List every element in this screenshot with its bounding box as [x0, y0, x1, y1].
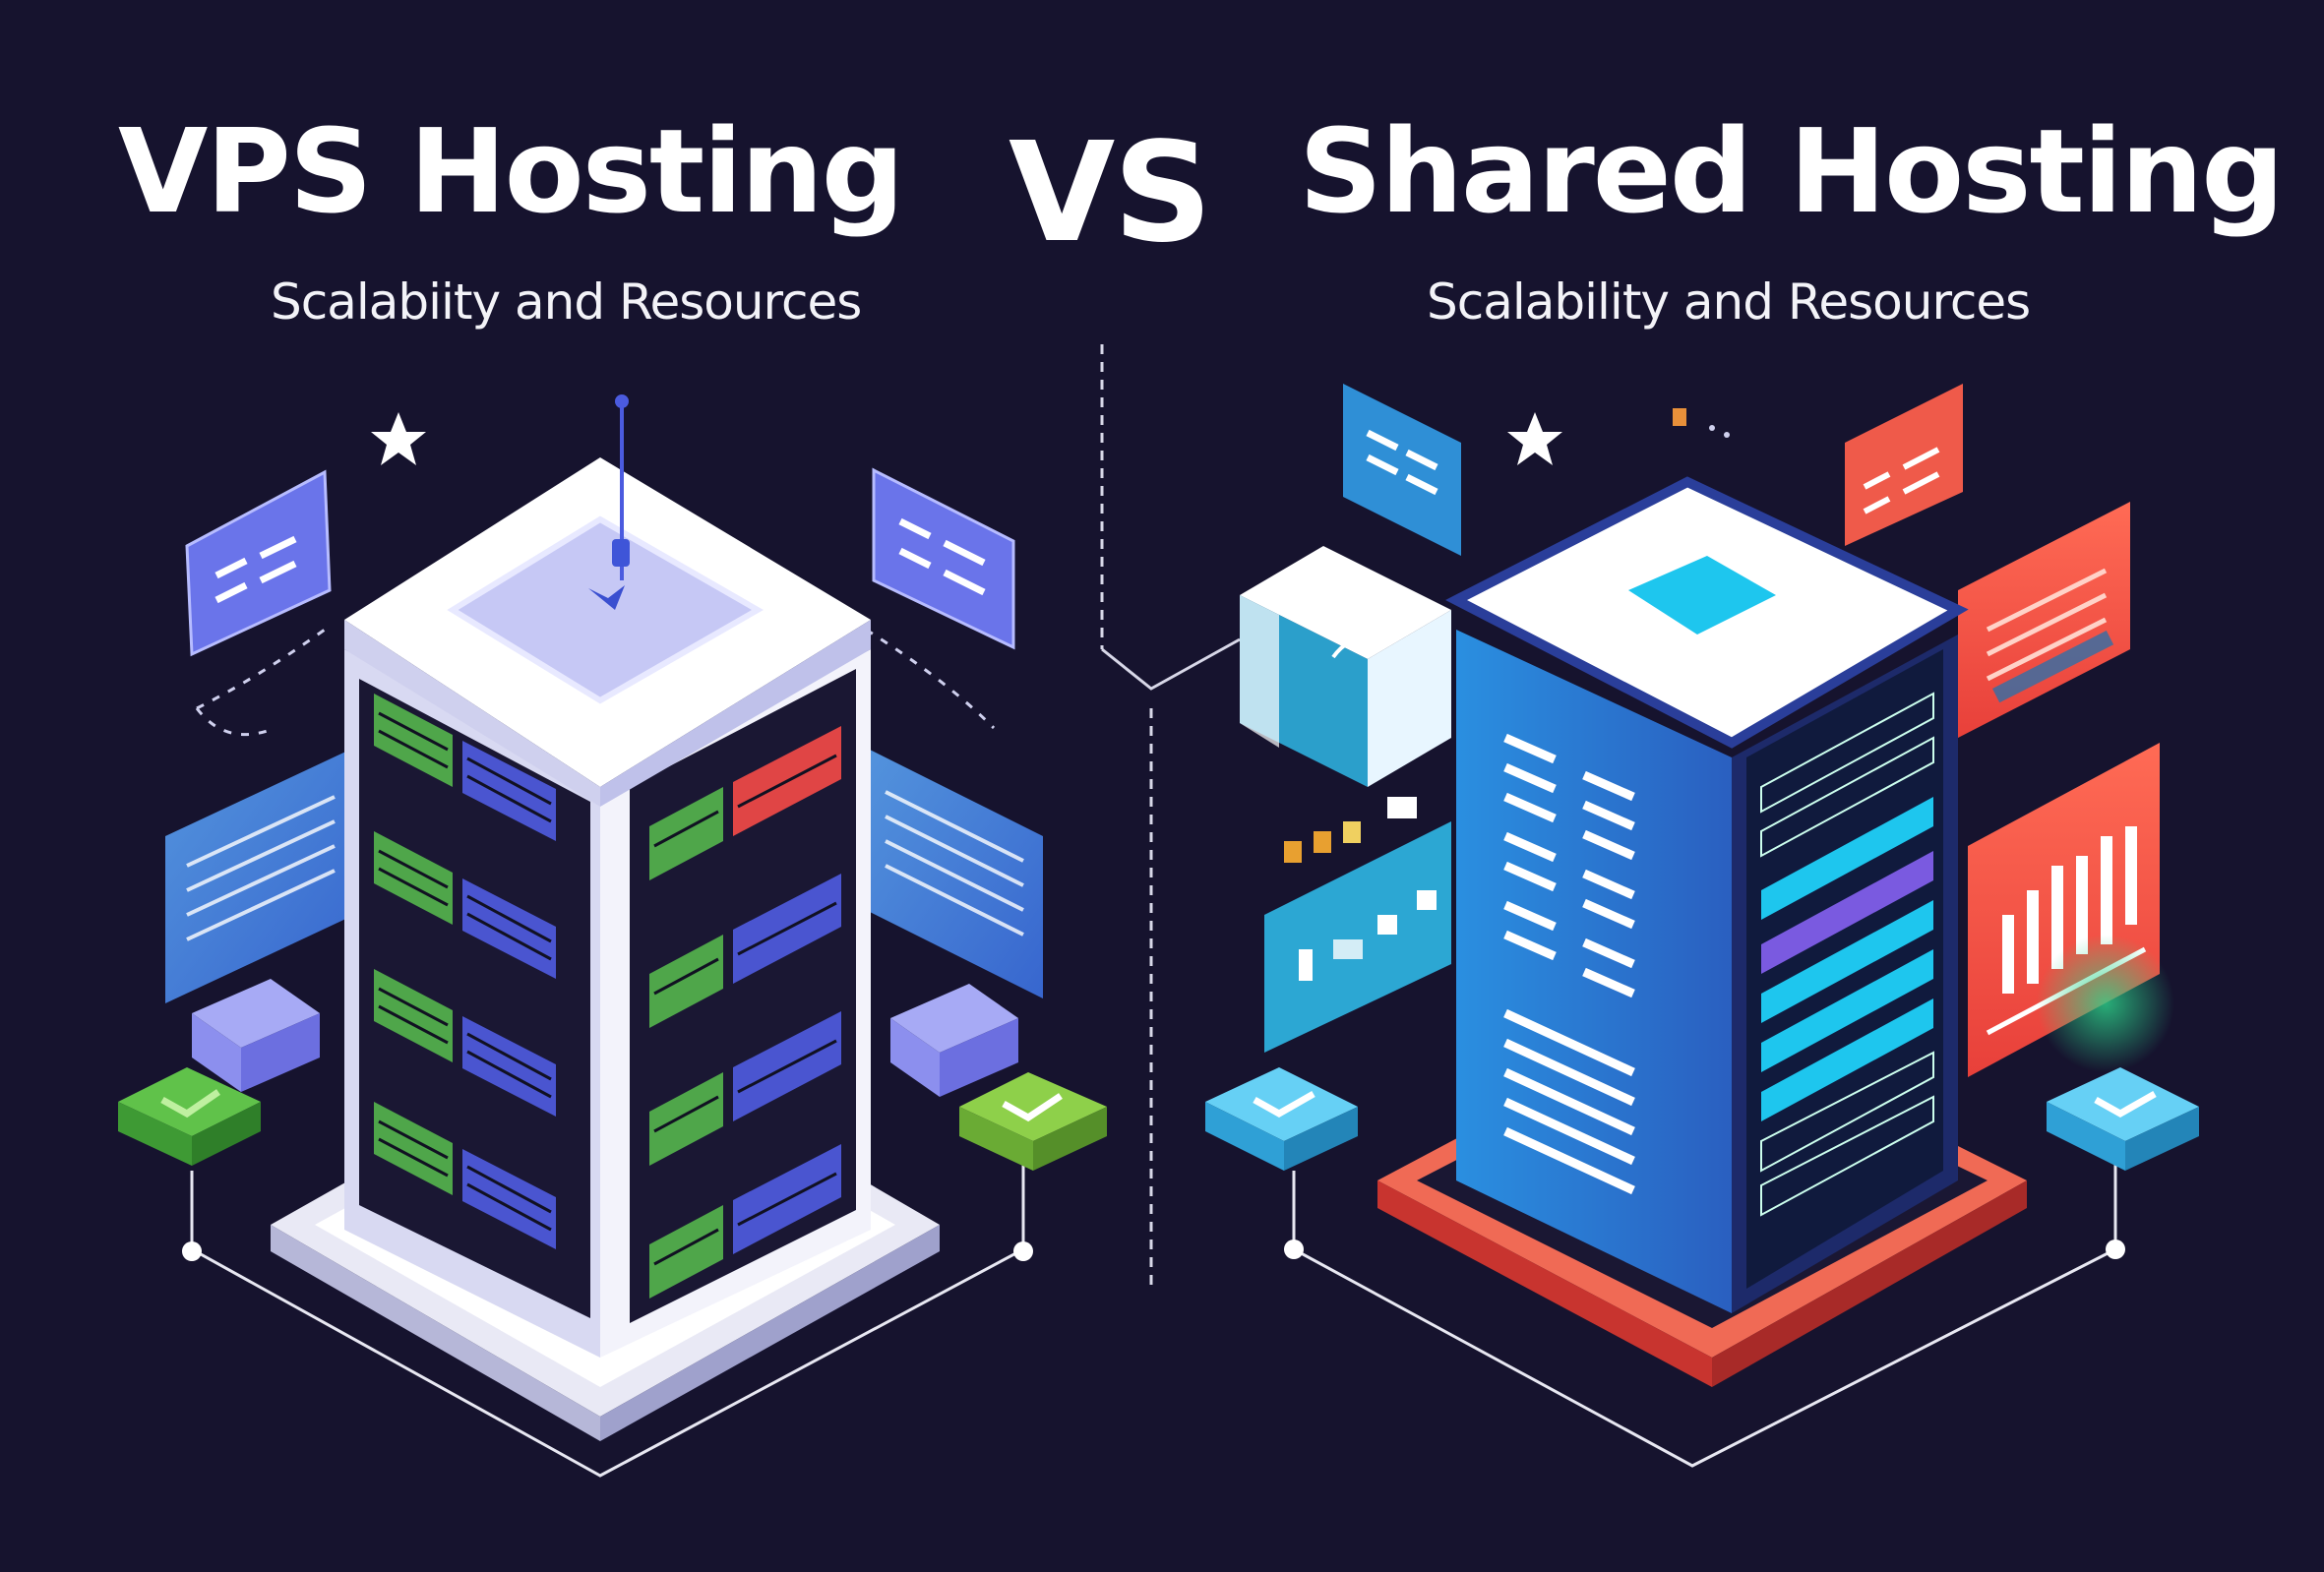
tower-vents: [1503, 733, 1635, 1195]
dashboard-panel-icon: [165, 748, 354, 1003]
check-icon: [1205, 1067, 1358, 1171]
star-icon: [1507, 412, 1562, 465]
left-network-lines: [190, 1161, 1025, 1478]
right-title: Shared Hosting: [1299, 103, 2285, 239]
dashboard-panel-icon: [872, 467, 1015, 650]
right-block: [890, 984, 1018, 1097]
star-icon: [371, 412, 426, 465]
check-icon: [118, 1067, 261, 1166]
right-subtitle: Scalability and Resources: [1427, 273, 2031, 331]
left-subtitle: Scalabiity and Resources: [271, 273, 862, 331]
left-block: [192, 979, 320, 1092]
right-network-lines: [1292, 1161, 2117, 1468]
tower-status-bars: [1760, 692, 1934, 1217]
left-title: VPS Hosting: [118, 103, 904, 239]
dashboard-panel-icon: [1958, 502, 2130, 738]
vps-rack-left: [374, 694, 556, 1249]
check-icon: [959, 1072, 1107, 1171]
vps-rack-right: [649, 726, 841, 1299]
status-chips: [1284, 797, 1417, 863]
glass-cube: [1240, 546, 1451, 787]
dashboard-panel-icon: [1845, 384, 1963, 546]
versus-label: VS: [1009, 113, 1212, 273]
shared-server-tower: [1377, 476, 2027, 1387]
dashboard-panel-icon: [185, 469, 332, 657]
check-icon: [2047, 1067, 2199, 1171]
dashboard-panel-icon: [1264, 821, 1451, 1053]
dashboard-panel-icon: [1343, 384, 1461, 556]
dashboard-panel-icon: [866, 748, 1043, 998]
